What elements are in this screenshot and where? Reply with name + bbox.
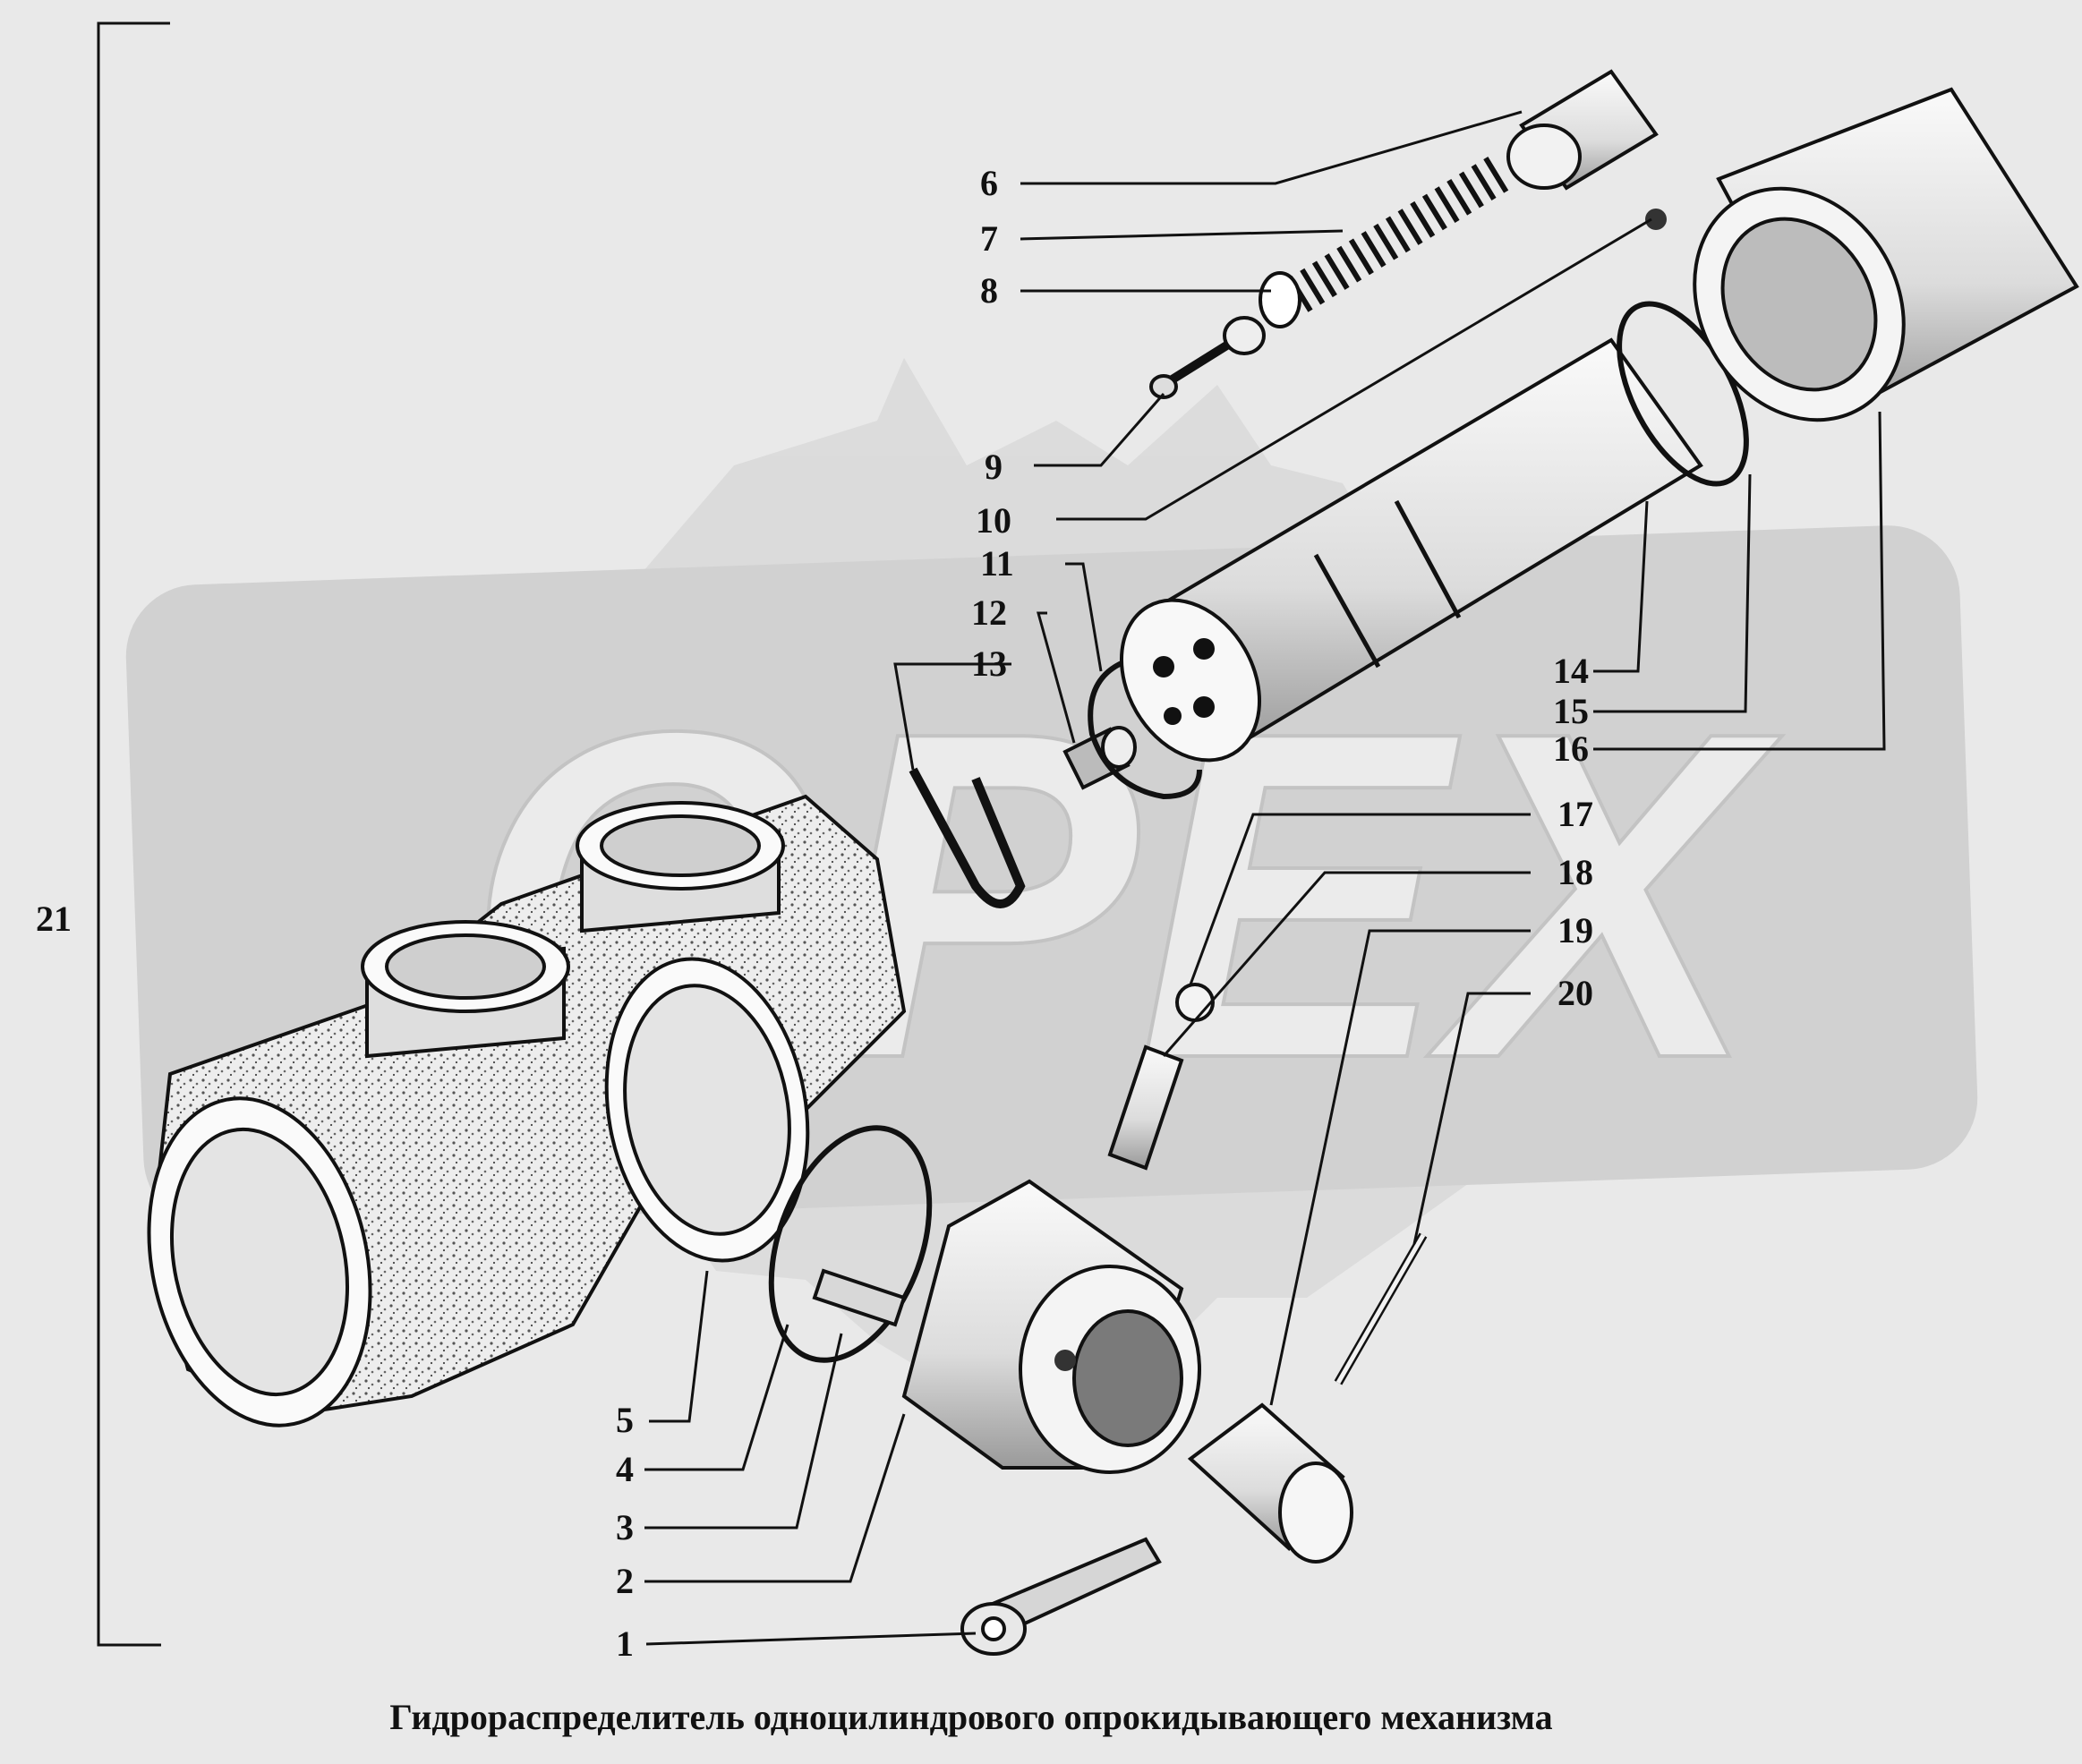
- washer: [1259, 271, 1301, 328]
- assembly-bracket: 21: [36, 21, 170, 1647]
- o-ring: [768, 1125, 933, 1363]
- callout-15: 15: [1553, 691, 1589, 731]
- callout-20: 20: [1557, 973, 1593, 1013]
- callout-8: 8: [980, 270, 998, 311]
- ball: [1175, 983, 1215, 1022]
- end-cap: [812, 1179, 1201, 1474]
- callout-12: 12: [971, 592, 1007, 633]
- diagram-caption: Гидрораспределитель одноцилиндрового опр…: [389, 1697, 1553, 1737]
- callout-17: 17: [1557, 794, 1593, 834]
- callout-5: 5: [616, 1400, 634, 1440]
- callout-10: 10: [976, 500, 1011, 541]
- retaining-ring: [1088, 660, 1202, 800]
- set-screw: [1645, 209, 1667, 230]
- callout-1: 1: [616, 1623, 634, 1664]
- callout-11: 11: [980, 543, 1014, 584]
- callout-14: 14: [1553, 651, 1589, 691]
- callout-19: 19: [1557, 910, 1593, 950]
- callout-16: 16: [1553, 729, 1589, 769]
- callout-7: 7: [980, 218, 998, 259]
- callout-4: 4: [616, 1449, 634, 1489]
- callout-18: 18: [1557, 852, 1593, 892]
- lever: [960, 1537, 1162, 1656]
- threaded-sleeve: [1693, 87, 2079, 422]
- spring: [1287, 153, 1515, 312]
- callout-6: 6: [980, 163, 998, 203]
- assembly-label: 21: [36, 899, 72, 939]
- valve-housing: [147, 794, 907, 1427]
- plug: [1187, 1402, 1353, 1564]
- valve-needle: [1149, 316, 1266, 399]
- callout-9: 9: [985, 447, 1003, 487]
- callout-2: 2: [616, 1561, 634, 1601]
- callout-13: 13: [971, 643, 1007, 684]
- spool: [1119, 337, 1703, 763]
- bushing: [1107, 1044, 1184, 1171]
- valve-cap: [1506, 69, 1659, 191]
- callout-numbers: 1 2 3 4 5 6 7 8 9 10 11 12 13 14 15 16 1…: [616, 163, 1593, 1664]
- leader-lines: [644, 110, 1886, 1646]
- callout-3: 3: [616, 1507, 634, 1547]
- spring-clip: [909, 767, 1026, 908]
